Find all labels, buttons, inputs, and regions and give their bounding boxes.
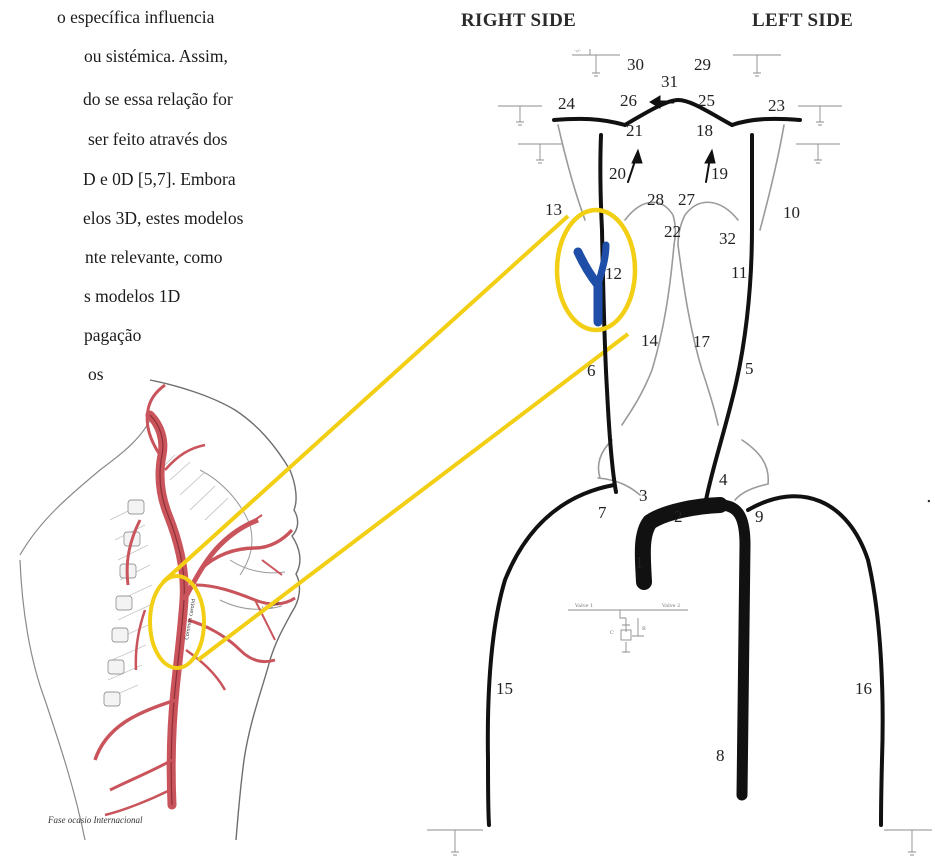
segment-label: 27 [678,190,696,209]
svg-text:-₄/-: -₄/- [574,48,581,54]
svg-text:C: C [610,630,614,636]
segment-numbers: 1 2 3 4 5 6 7 8 9 10 11 12 13 14 15 16 1… [496,55,872,765]
segment-label: 30 [627,55,644,74]
segment-label: 9 [755,507,764,526]
svg-text:R: R [642,626,646,632]
segment-label: 20 [609,164,626,183]
segment-label: 4 [719,470,728,489]
svg-text:Valve 2: Valve 2 [661,603,680,609]
segment-label: 16 [855,679,872,698]
segment-label: 31 [661,72,678,91]
segment-label: 14 [641,331,659,350]
segment-label: 25 [698,91,715,110]
segment-label: 5 [745,359,754,378]
head-neck-illustration: Common carotid Lingual [20,380,300,840]
svg-text:Valve 1: Valve 1 [574,603,593,609]
segment-label: 29 [694,55,711,74]
segment-label: 28 [647,190,664,209]
segment-label: 11 [731,263,747,282]
segment-label: 18 [696,121,713,140]
segment-label: 3 [639,486,648,505]
segment-label: 19 [711,164,728,183]
terminal-symbols: -₄/- Valve 1 Valve 2 C R [427,48,932,855]
segment-label: 23 [768,96,785,115]
segment-label: 26 [620,91,637,110]
segment-label: 12 [605,264,622,283]
segment-label: 22 [664,222,681,241]
segment-label: 32 [719,229,736,248]
segment-label: 17 [693,332,711,351]
segment-label: 13 [545,200,562,219]
segment-label: 10 [783,203,800,222]
segment-label: 24 [558,94,576,113]
segment-label: 15 [496,679,513,698]
segment-label: 8 [716,746,725,765]
segment-label: 7 [598,503,607,522]
anatomy-caption: Fase ocasio Internacional [47,815,143,825]
segment-label: 1 [635,553,644,572]
segment-label: 21 [626,121,643,140]
segment-label: 6 [587,361,596,380]
segment-label: 2 [674,507,683,526]
